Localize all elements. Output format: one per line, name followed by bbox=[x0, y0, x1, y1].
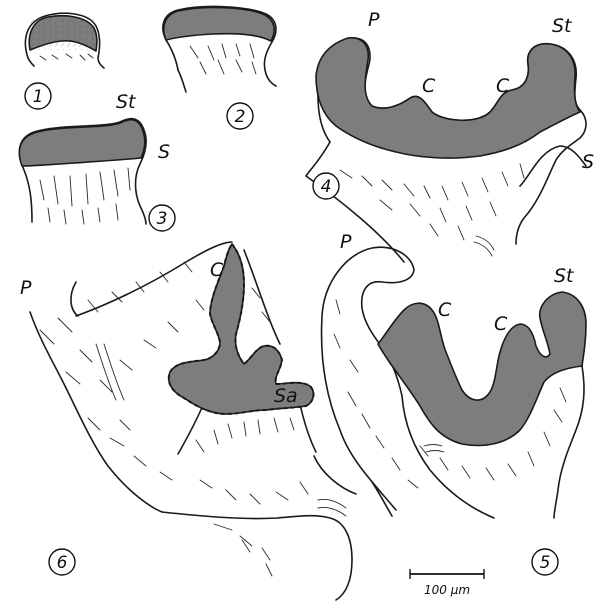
stage-label-4: 4 bbox=[321, 177, 332, 197]
stage-3-apex bbox=[19, 119, 146, 224]
stage-label-1: 1 bbox=[33, 87, 44, 107]
label-c2-stage5: C bbox=[494, 313, 508, 335]
stage-number-1: 1 bbox=[25, 83, 51, 109]
stage-label-2: 2 bbox=[235, 107, 246, 127]
stage-number-4: 4 bbox=[313, 173, 339, 199]
label-c1-stage5: C bbox=[438, 299, 452, 321]
label-p-stage4: P bbox=[368, 9, 380, 31]
label-p-stage5: P bbox=[340, 231, 352, 253]
stage-1-apex bbox=[25, 13, 104, 68]
label-s-stage3: S bbox=[158, 141, 170, 163]
label-s-stage4: S bbox=[582, 151, 594, 173]
label-c-stage6: C bbox=[210, 259, 224, 281]
label-c2-stage4: C bbox=[496, 75, 510, 97]
scale-bar-label: 100 µm bbox=[424, 583, 470, 597]
stage-label-6: 6 bbox=[57, 553, 68, 573]
label-st-stage3: St bbox=[116, 91, 137, 113]
stage-label-3: 3 bbox=[157, 209, 168, 229]
stage-number-3: 3 bbox=[149, 205, 175, 231]
label-sa-stage6: Sa bbox=[274, 385, 298, 407]
stage-2-apex bbox=[163, 7, 276, 92]
stage-6-apex bbox=[30, 242, 392, 600]
stage-number-6: 6 bbox=[49, 549, 75, 575]
stage-4-apex bbox=[306, 38, 586, 262]
label-c1-stage4: C bbox=[422, 75, 436, 97]
scale-bar: 100 µm bbox=[410, 569, 484, 597]
stage-5-apex bbox=[322, 247, 586, 518]
stage-label-5: 5 bbox=[540, 553, 551, 573]
stage-number-2: 2 bbox=[227, 103, 253, 129]
label-st-stage4: St bbox=[552, 15, 573, 37]
label-p-stage6: P bbox=[20, 277, 32, 299]
stage-number-5: 5 bbox=[532, 549, 558, 575]
label-st-stage5: St bbox=[554, 265, 575, 287]
